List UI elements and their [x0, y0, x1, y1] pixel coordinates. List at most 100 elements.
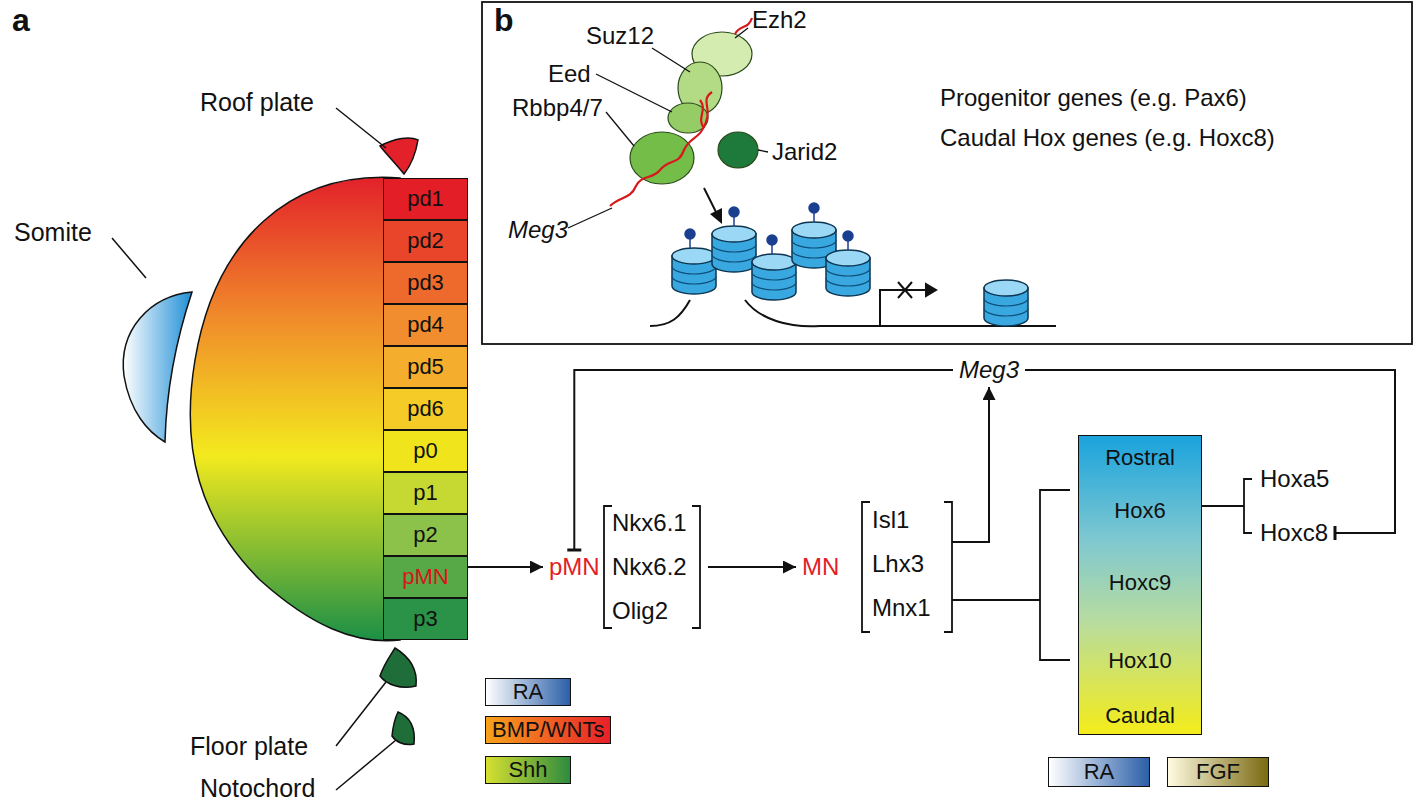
node-text: Hox10 — [1079, 647, 1201, 675]
structure-label: Somite — [14, 218, 92, 247]
node-text: pd6 — [407, 396, 444, 422]
legend-text: BMP/WNTs — [492, 717, 604, 743]
panel-letter: a — [12, 2, 30, 39]
domain-box: pd6 — [383, 388, 468, 430]
node-text: MN — [800, 553, 841, 581]
legend-text: RA — [513, 679, 544, 705]
chromatin — [984, 280, 1028, 326]
panel-letter: b — [494, 2, 514, 39]
node-text: p1 — [413, 480, 437, 506]
chromatin — [672, 248, 716, 294]
rna-strand — [610, 92, 712, 206]
tss-arrow — [880, 282, 936, 326]
methyl-mark — [767, 235, 777, 245]
protein-label: Ezh2 — [752, 6, 807, 34]
legend-swatch: RA — [485, 678, 571, 706]
lncrna-label: Meg3 — [508, 216, 568, 244]
bracket — [1244, 479, 1252, 533]
node-text: Nkx6.1 — [612, 501, 696, 545]
leader-line — [336, 682, 386, 746]
bracket — [1040, 490, 1070, 660]
bracket — [692, 506, 700, 628]
neural-tube — [190, 177, 400, 640]
leader-line — [336, 740, 396, 790]
chromatin — [826, 250, 870, 296]
methyl-mark — [685, 203, 853, 254]
legend-swatch: RA — [1048, 757, 1150, 787]
prc2-complex — [630, 32, 758, 184]
methyl-mark — [809, 203, 819, 213]
node-text: Caudal — [1079, 702, 1201, 730]
legend-swatch: BMP/WNTs — [485, 716, 611, 744]
domain-box: p0 — [383, 430, 468, 472]
node-text: pMN — [402, 564, 448, 590]
cell-label: MN — [800, 553, 841, 581]
node-text: pMN — [547, 553, 602, 581]
node-text: Nkx6.2 — [612, 545, 696, 589]
leader-line — [606, 112, 634, 146]
leader-line — [652, 48, 690, 72]
node-text: Hoxc8 — [1258, 519, 1330, 547]
node-text: p0 — [413, 438, 437, 464]
roof-plate — [380, 138, 418, 174]
node-text: Hox6 — [1079, 497, 1201, 525]
bracket — [604, 506, 612, 628]
chromatin — [752, 254, 796, 300]
prc2-complex — [718, 132, 758, 168]
node-text: pd5 — [407, 354, 444, 380]
bracket — [952, 599, 1040, 601]
leader-line — [735, 28, 748, 38]
neural-tube — [190, 177, 400, 640]
gene-group: Nkx6.1Nkx6.2Olig2 — [612, 501, 696, 633]
leader-line — [758, 150, 768, 152]
lncrna-label: Meg3 — [957, 356, 1021, 384]
somite — [123, 292, 192, 442]
node-text: Mnx1 — [872, 586, 942, 630]
leader-line — [568, 208, 612, 228]
leader-line — [568, 28, 768, 228]
bracket — [1200, 505, 1244, 507]
cell-label: pMN — [547, 553, 602, 581]
prc2-complex — [630, 132, 694, 184]
node-text: Isl1 — [872, 498, 942, 542]
chromatin — [712, 226, 756, 272]
node-text: Hoxa5 — [1258, 465, 1331, 493]
arrow-line — [468, 566, 543, 568]
node-text: Lhx3 — [872, 542, 942, 586]
protein-label: Rbbp4/7 — [512, 94, 603, 122]
target-label: Progenitor genes (e.g. Pax6) — [940, 84, 1247, 112]
recruit-arrow — [704, 188, 722, 224]
node-text: p2 — [413, 522, 437, 548]
tss-arrow — [880, 290, 930, 326]
panel-frame — [482, 2, 1412, 344]
node-text: Olig2 — [612, 589, 696, 633]
tss-arrow — [926, 284, 936, 296]
tss-arrow — [898, 282, 912, 298]
arrow-line — [952, 387, 989, 542]
methyl-mark — [729, 207, 739, 217]
recruit-arrow — [710, 208, 722, 224]
hox-column: RostralHox6Hoxc9Hox10Caudal — [1078, 435, 1202, 735]
target-label: Caudal Hox genes (e.g. Hoxc8) — [940, 124, 1275, 152]
node-text: pd4 — [407, 312, 444, 338]
methyl-mark — [843, 231, 853, 241]
inhibition-line — [574, 370, 953, 550]
rna-strand — [700, 100, 704, 128]
structure-label: Roof plate — [200, 88, 314, 117]
gene-group: Isl1Lhx3Mnx1 — [872, 498, 942, 630]
node-text: pd2 — [407, 228, 444, 254]
domain-box: pd4 — [383, 304, 468, 346]
leader-line — [112, 108, 396, 790]
domain-box: p2 — [383, 514, 468, 556]
leader-line — [596, 74, 672, 112]
node-text: Hoxc9 — [1079, 569, 1201, 597]
node-text: Meg3 — [957, 356, 1021, 384]
domain-box: pMN — [383, 556, 468, 598]
arrow-line — [708, 566, 796, 568]
legend-swatch: FGF — [1167, 757, 1269, 787]
protein-label: Eed — [548, 60, 591, 88]
domain-box: pd1 — [383, 178, 468, 220]
node-text: pd1 — [407, 186, 444, 212]
